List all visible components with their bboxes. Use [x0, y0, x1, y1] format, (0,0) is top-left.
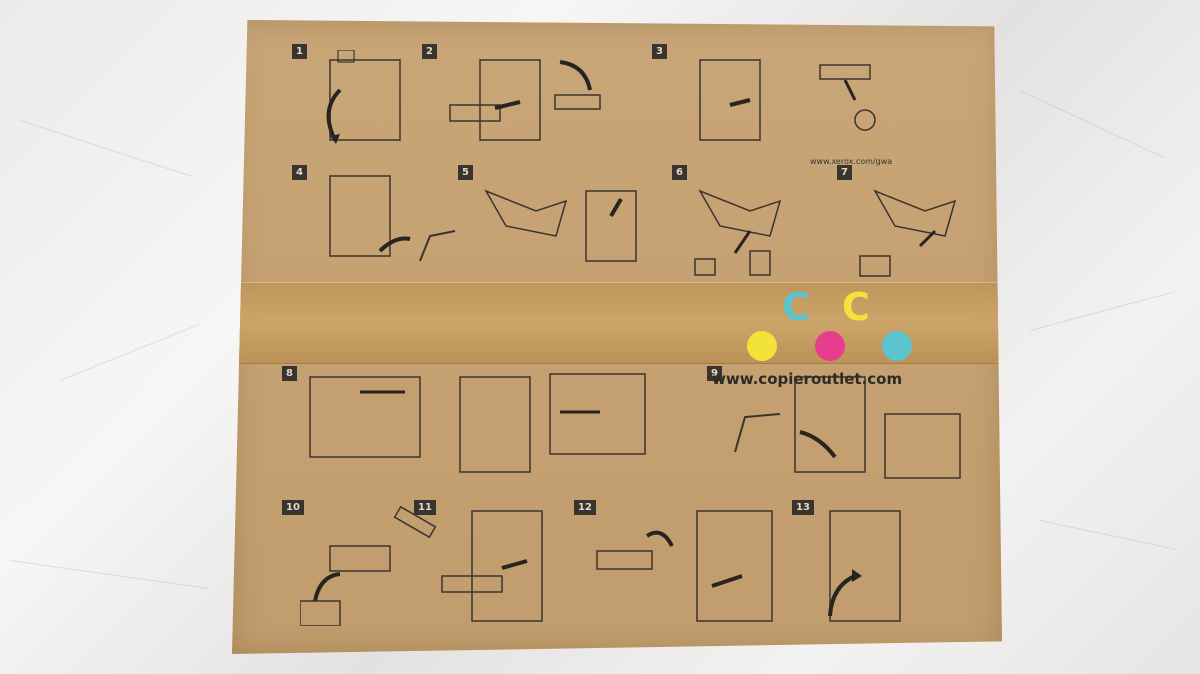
step-7: 7: [837, 165, 1002, 285]
cmy-dots-logo: C C: [747, 285, 912, 361]
return-tool-illustration: [734, 376, 961, 479]
insert-tool-illustration: [329, 175, 456, 262]
step-number: 7: [837, 165, 852, 180]
press-latch-illustration: [484, 189, 637, 262]
watermark-url: www.copieroutlet.com: [712, 370, 903, 388]
step-number: 6: [672, 165, 687, 180]
step-number: 10: [282, 500, 304, 515]
step-10: 10: [282, 500, 482, 626]
step-number: 2: [422, 44, 437, 59]
step-5: 5: [458, 165, 658, 285]
step-number: 8: [282, 366, 297, 381]
clean-printhead-illustration: [309, 373, 646, 473]
step-number: 12: [574, 500, 596, 515]
insert-new-drum-illustration: [441, 510, 543, 622]
step-2: 2: [422, 44, 622, 164]
package-used-parts-illustration: [300, 506, 437, 626]
recycle-cartridge-illustration: [699, 59, 876, 141]
svg-text:C: C: [782, 285, 810, 329]
step-number: 13: [792, 500, 814, 515]
step-1: 1: [292, 44, 492, 164]
close-door-illustration: [828, 510, 901, 622]
xerox-recycle-url: www.xerox.com/gwa: [810, 157, 893, 166]
install-container-illustration: [859, 189, 957, 277]
remove-cartridge-illustration: [449, 59, 601, 141]
step-number: 9: [707, 366, 722, 381]
step-number: 4: [292, 165, 307, 180]
copieroutlet-watermark: C C www.copieroutlet.com: [702, 282, 962, 392]
step-11: 11: [414, 500, 614, 622]
step-12: 12: [574, 500, 774, 622]
remove-container-illustration: [694, 189, 782, 276]
cardboard-box: 1 2 3 www.xerox.com/gwa 4: [232, 20, 1002, 654]
insert-new-cartridge-illustration: [596, 510, 773, 622]
step-number: 11: [414, 500, 436, 515]
step-3: 3: [652, 44, 876, 164]
step-4: 4: [292, 165, 492, 285]
svg-text:C: C: [842, 285, 870, 329]
printer-open-door-illustration: [326, 50, 401, 144]
step-number: 1: [292, 44, 307, 59]
step-9: 9: [707, 366, 961, 486]
step-number: 3: [652, 44, 667, 59]
step-8: 8: [282, 366, 646, 486]
step-number: 5: [458, 165, 473, 180]
step-6: 6: [672, 165, 872, 285]
packing-tape: [232, 282, 1002, 364]
step-13: 13: [792, 500, 992, 622]
